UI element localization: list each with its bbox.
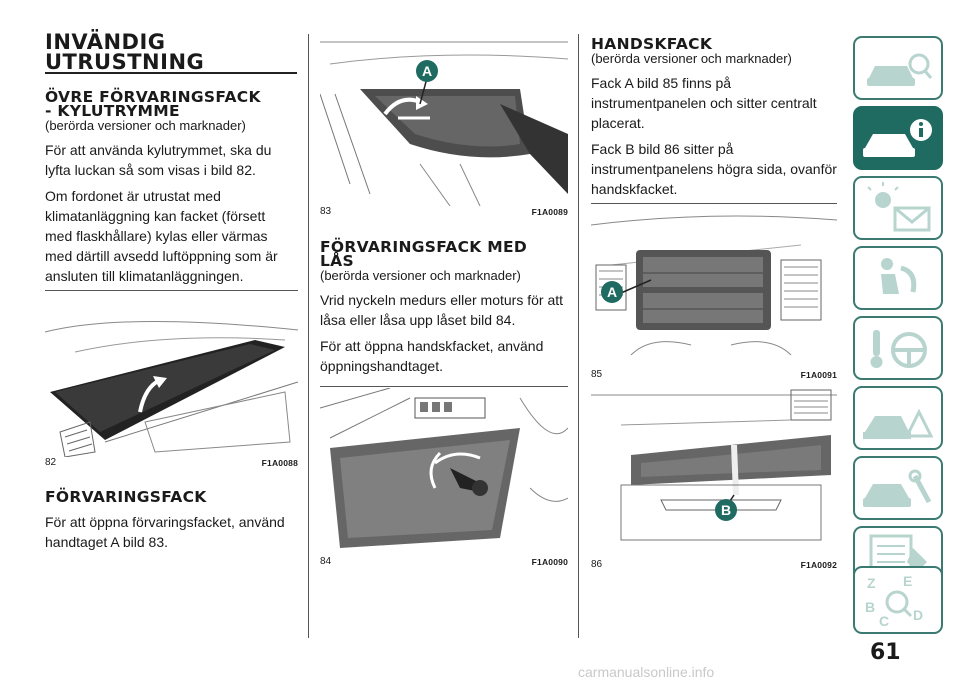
- svg-text:Z: Z: [867, 575, 876, 591]
- watermark: carmanualsonline.info: [578, 664, 715, 680]
- tab-warning-triangle[interactable]: [853, 386, 943, 450]
- tab-car-info[interactable]: [853, 106, 943, 170]
- figure-number: 82: [45, 457, 57, 468]
- section-heading: HANDSKFACK: [591, 35, 713, 53]
- figure-code: F1A0090: [531, 557, 568, 567]
- section-forvaringsfack: FÖRVARINGSFACK För att öppna förvaringsf…: [45, 488, 300, 552]
- car-search-icon: [867, 53, 933, 86]
- section-subtitle: (berörda versioner och marknader): [45, 118, 246, 133]
- svg-text:E: E: [903, 573, 912, 589]
- figure-number: 85: [591, 369, 603, 380]
- figure-code: F1A0088: [261, 458, 298, 468]
- tab-alphabet-search[interactable]: Z E B C D: [853, 566, 943, 634]
- figure-number: 84: [320, 556, 332, 567]
- section-handskfack: HANDSKFACK (berörda versioner och markna…: [591, 35, 841, 199]
- tab-key-steering[interactable]: [853, 316, 943, 380]
- figure-84: 84 F1A0090: [320, 386, 568, 576]
- column-divider: [578, 34, 579, 638]
- figure-number: 86: [591, 559, 603, 570]
- section-subtitle: (berörda versioner och marknader): [320, 268, 521, 283]
- figure-85: A 85 F1A0091: [591, 203, 837, 383]
- airbag-icon: [881, 258, 917, 294]
- tab-car-search[interactable]: [853, 36, 943, 100]
- figure-84-illustration: [320, 388, 568, 548]
- alphabet-search-icon: Z E B C D: [865, 573, 923, 629]
- figure-83: A 83 F1A0089: [320, 34, 568, 224]
- key-steering-icon: [870, 330, 927, 368]
- section-heading: ÖVRE FÖRVARINGSFACK: [45, 88, 261, 106]
- section-subtitle: (berörda versioner och marknader): [591, 51, 792, 66]
- tab-car-service[interactable]: [853, 456, 943, 520]
- car-service-icon: [863, 469, 932, 507]
- section-heading-cont: - KYLUTRYMME: [45, 102, 180, 120]
- section-heading: FÖRVARINGSFACK: [45, 488, 207, 506]
- figure-82-illustration: [45, 321, 298, 457]
- figure-code: F1A0092: [800, 560, 837, 570]
- callout-a: A: [601, 281, 623, 303]
- svg-text:C: C: [879, 613, 889, 629]
- figure-86-illustration: [591, 389, 837, 541]
- tab-warning-lights[interactable]: [853, 176, 943, 240]
- tab-airbag[interactable]: [853, 246, 943, 310]
- section-heading-cont: LÅS: [320, 252, 354, 270]
- figure-code: F1A0091: [800, 370, 837, 380]
- chapter-title: INVÄNDIG UTRUSTNING: [45, 30, 205, 74]
- section-ovre-forvaringsfack: ÖVRE FÖRVARINGSFACK - KYLUTRYMME (berörd…: [45, 88, 300, 286]
- callout-b: B: [715, 499, 737, 521]
- column-divider: [308, 34, 309, 638]
- figure-83-illustration: [320, 41, 568, 206]
- svg-text:B: B: [865, 599, 875, 615]
- warning-triangle-icon: [863, 408, 934, 439]
- figure-code: F1A0089: [531, 207, 568, 217]
- warning-lights-icon: [867, 182, 931, 232]
- title-rule: [45, 72, 297, 74]
- figure-85-illustration: [591, 215, 837, 356]
- svg-text:D: D: [913, 607, 923, 623]
- figure-82: 82 F1A0088: [45, 290, 298, 470]
- figure-86: B 86 F1A0092: [591, 385, 837, 577]
- section-forvaringsfack-med-las: FÖRVARINGSFACK MED LÅS (berörda versione…: [320, 238, 570, 376]
- figure-number: 83: [320, 206, 332, 217]
- car-info-icon: [863, 119, 932, 157]
- page-number: 61: [870, 640, 901, 665]
- section-heading: FÖRVARINGSFACK MED: [320, 238, 528, 256]
- callout-a: A: [416, 60, 438, 82]
